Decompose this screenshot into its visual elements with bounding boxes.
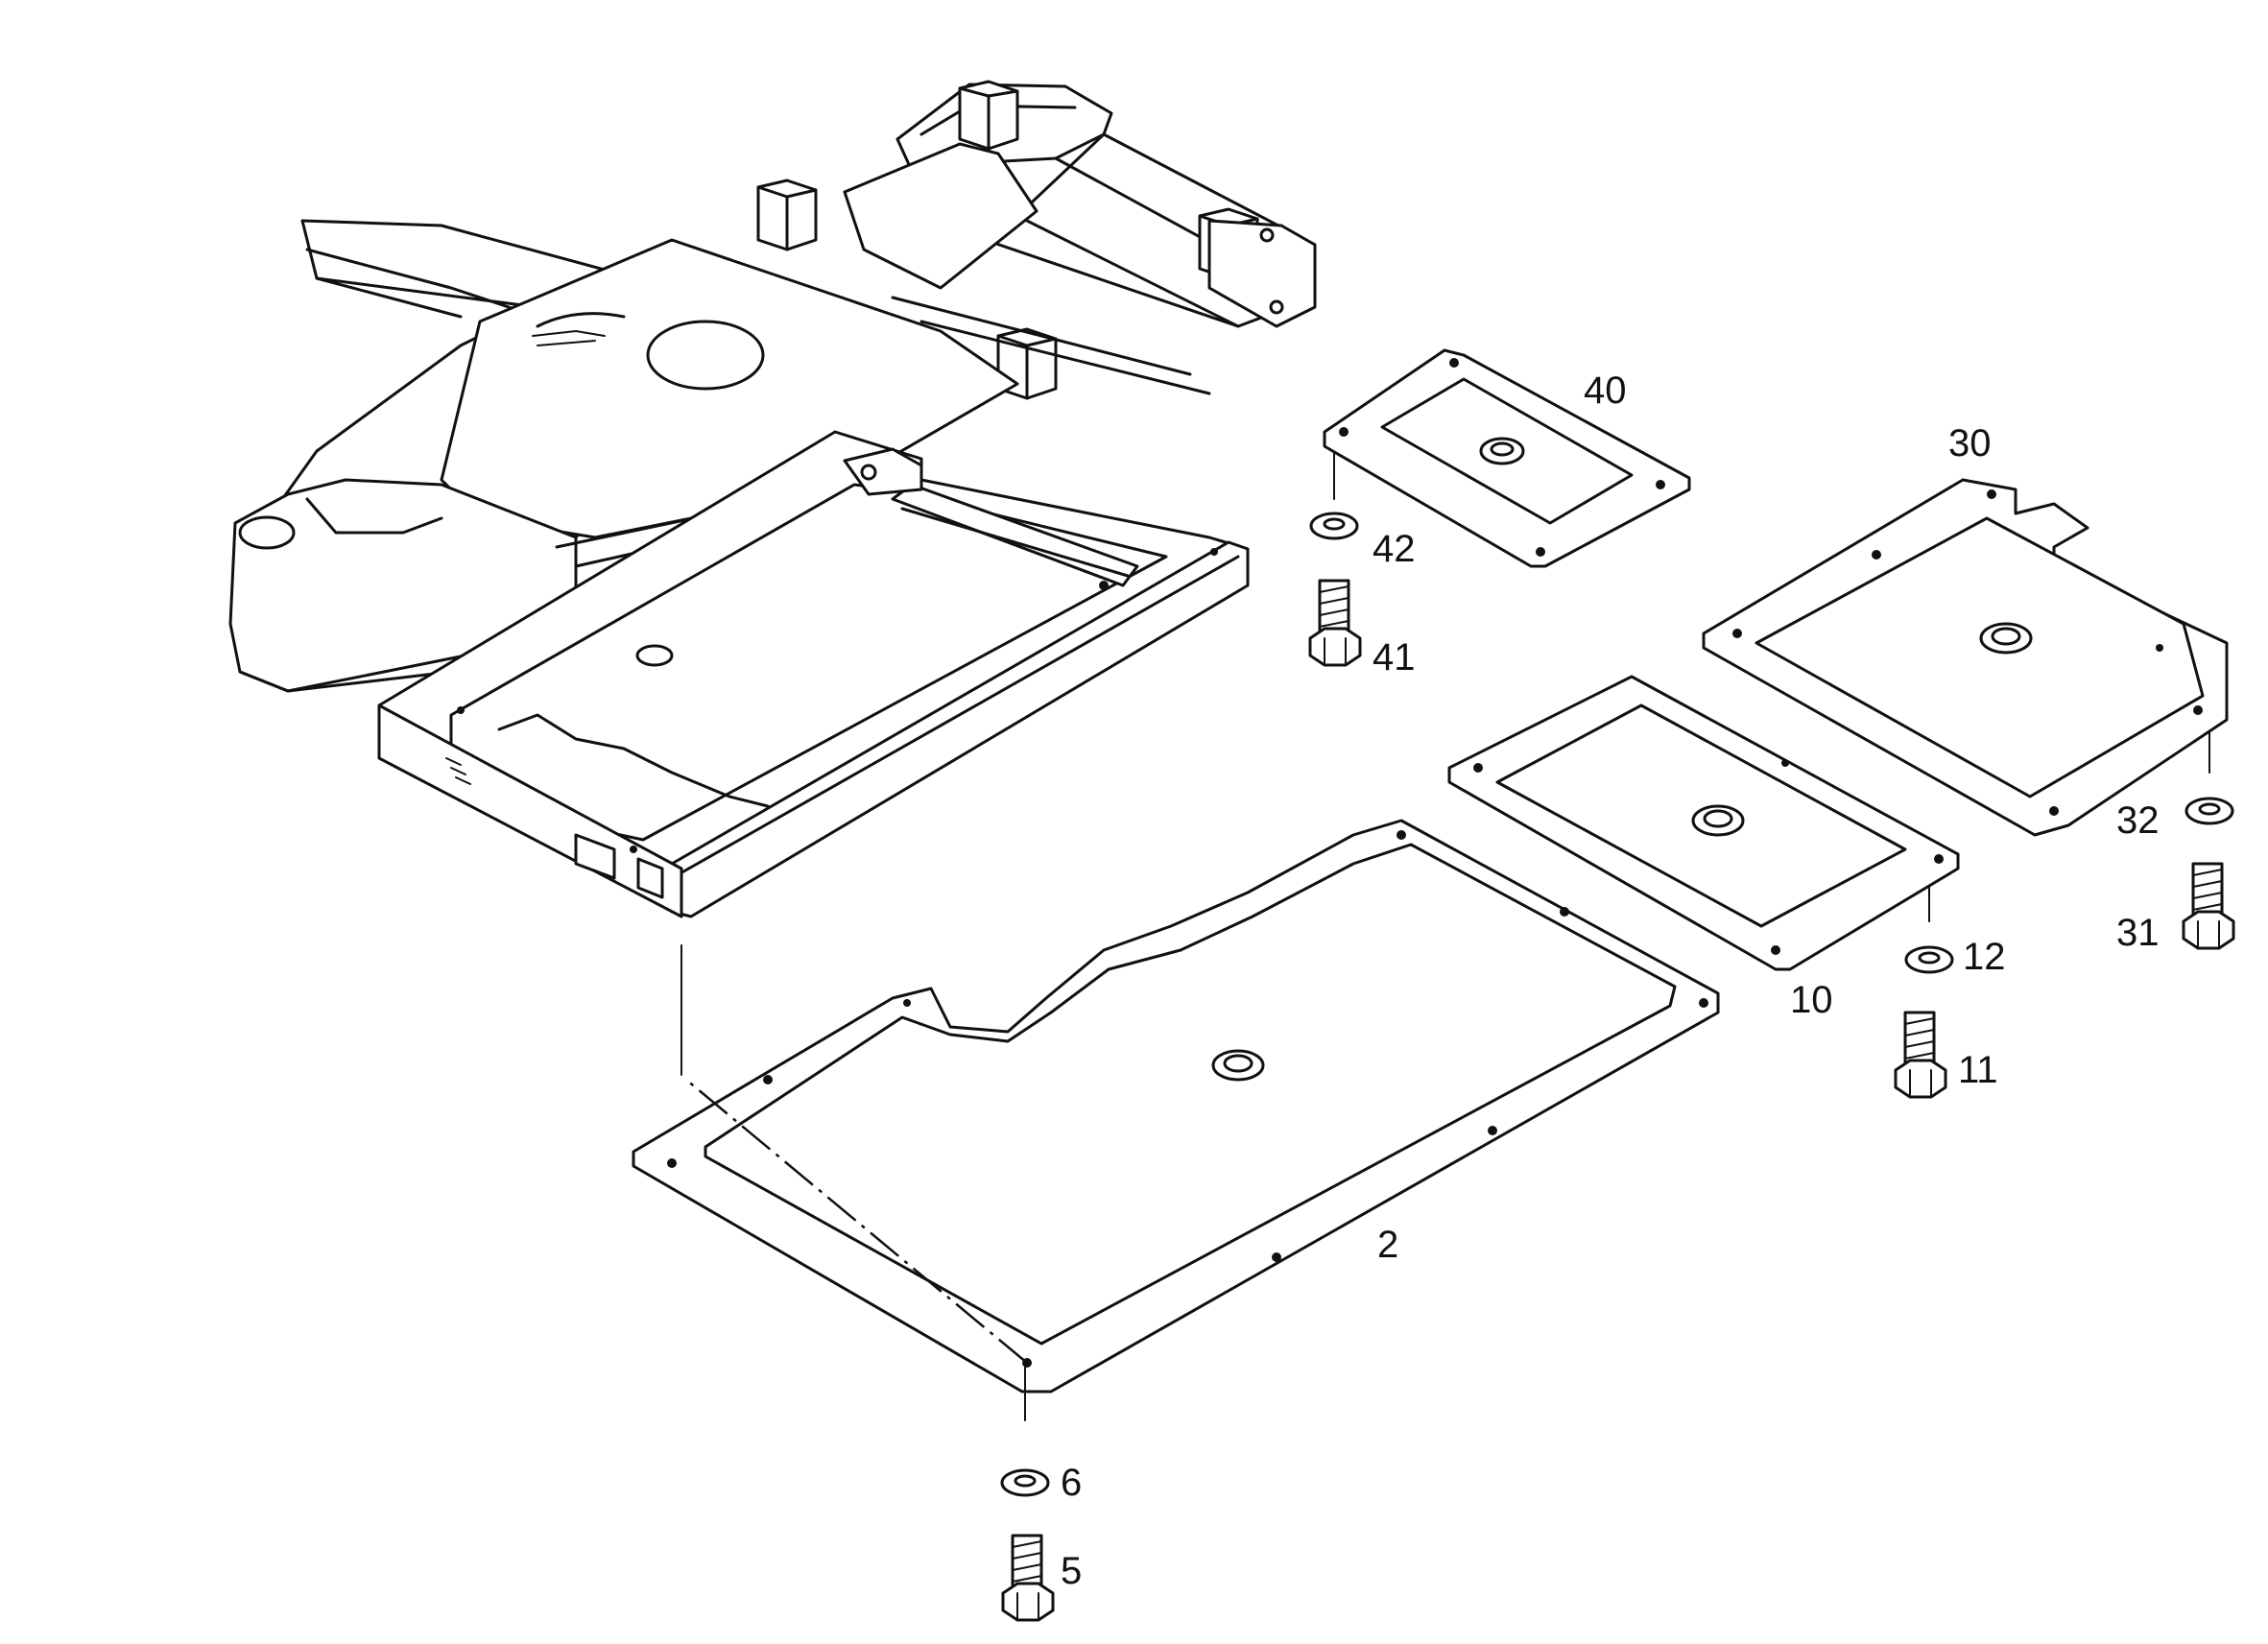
bolt-11 <box>1894 1011 1947 1099</box>
bolt-5 <box>1001 1534 1055 1622</box>
washer-12 <box>1904 945 1954 974</box>
callout-10: 10 <box>1790 979 1833 1021</box>
callout-40: 40 <box>1584 369 1627 412</box>
callout-31: 31 <box>2116 912 2160 954</box>
cover-plate-40 <box>1323 348 1691 568</box>
bolt-31 <box>2182 862 2235 950</box>
cover-plate-2 <box>632 819 1720 1394</box>
callout-42: 42 <box>1373 528 1416 570</box>
callout-6: 6 <box>1061 1462 1082 1504</box>
leader-line-6 <box>680 944 1026 1421</box>
callout-11: 11 <box>1958 1049 1998 1091</box>
callout-32: 32 <box>2116 799 2160 842</box>
callout-30: 30 <box>1948 422 1992 465</box>
cover-plate-10 <box>1447 675 1960 971</box>
alignment-line <box>685 1079 1028 1364</box>
cover-plate-30 <box>1702 478 2229 837</box>
washer-32 <box>2184 797 2234 825</box>
lower-subframe <box>377 430 1250 918</box>
washer-6 <box>1000 1468 1050 1497</box>
callout-12: 12 <box>1963 936 2006 978</box>
washer-42 <box>1309 512 1359 540</box>
bolt-41 <box>1308 579 1362 667</box>
callout-5: 5 <box>1061 1550 1082 1592</box>
callout-41: 41 <box>1373 636 1416 679</box>
callout-2: 2 <box>1377 1224 1398 1266</box>
